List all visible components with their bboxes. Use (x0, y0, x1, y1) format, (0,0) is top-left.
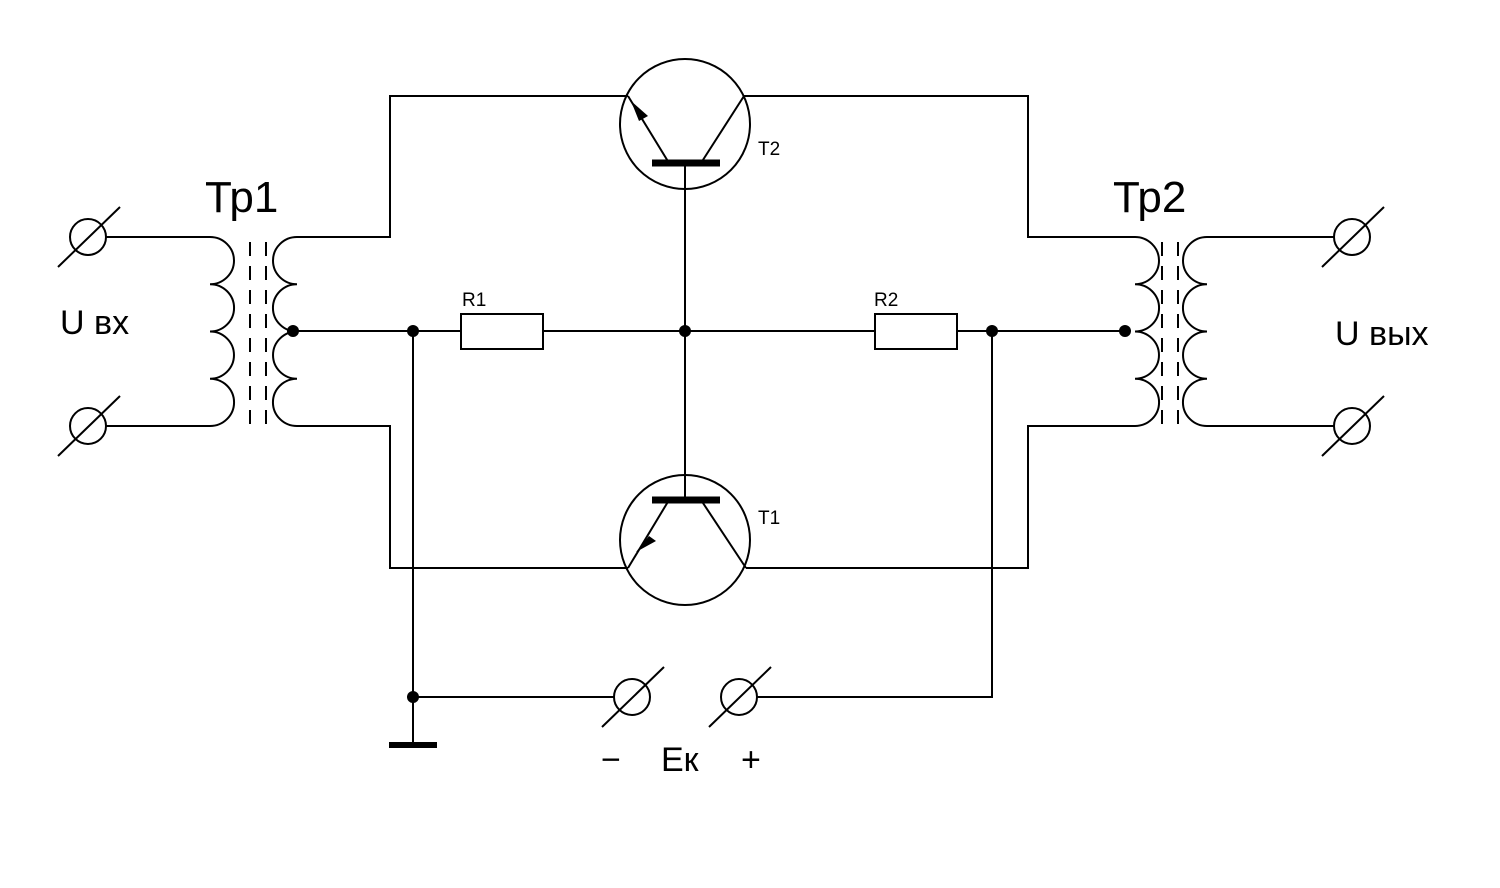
supply-voltage-label: Eк (661, 741, 700, 779)
t1-emitter-arrow (636, 536, 656, 552)
tr1-label: Тр1 (205, 173, 278, 222)
supply-plus-sign: + (741, 741, 761, 779)
resistor-r2 (874, 313, 958, 350)
supply-minus-sign: − (601, 741, 621, 779)
input-voltage-label: U вх (60, 304, 129, 342)
transformer-tr1 (209, 236, 298, 427)
transistor-t1 (619, 331, 751, 606)
t2-collector-to-tr2 (744, 95, 1135, 238)
transformer-tr2 (1134, 236, 1208, 427)
tr1-center-tap-node (287, 325, 299, 337)
r2-label: R2 (874, 290, 898, 311)
output-terminal-bottom[interactable] (1321, 395, 1385, 457)
t1-label: T1 (758, 508, 780, 529)
tr2-secondary-winding (1182, 236, 1208, 427)
tr2-label: Тр2 (1113, 173, 1186, 222)
tr1-top-to-t2-emitter (297, 95, 628, 238)
t1-collector-to-tr2 (746, 425, 1135, 569)
transistor-t2 (619, 58, 751, 331)
t2-emitter-arrow (631, 101, 648, 121)
t2-label: T2 (758, 139, 780, 160)
r1-label: R1 (462, 290, 486, 311)
output-terminal-top[interactable] (1321, 206, 1385, 268)
t1-emitter (627, 499, 670, 569)
t2-collector (700, 95, 745, 164)
supply-positive-rail (757, 331, 993, 698)
t1-collector (700, 499, 747, 569)
tr2-primary-winding (1134, 236, 1160, 427)
tr1-primary-winding (209, 236, 235, 427)
supply-minus-terminal[interactable] (601, 666, 665, 728)
tr2-center-tap-node (1119, 325, 1131, 337)
resistor-r1 (460, 313, 544, 350)
tr1-bottom-to-t1-emitter (297, 425, 628, 569)
output-voltage-label: U вых (1335, 315, 1429, 353)
